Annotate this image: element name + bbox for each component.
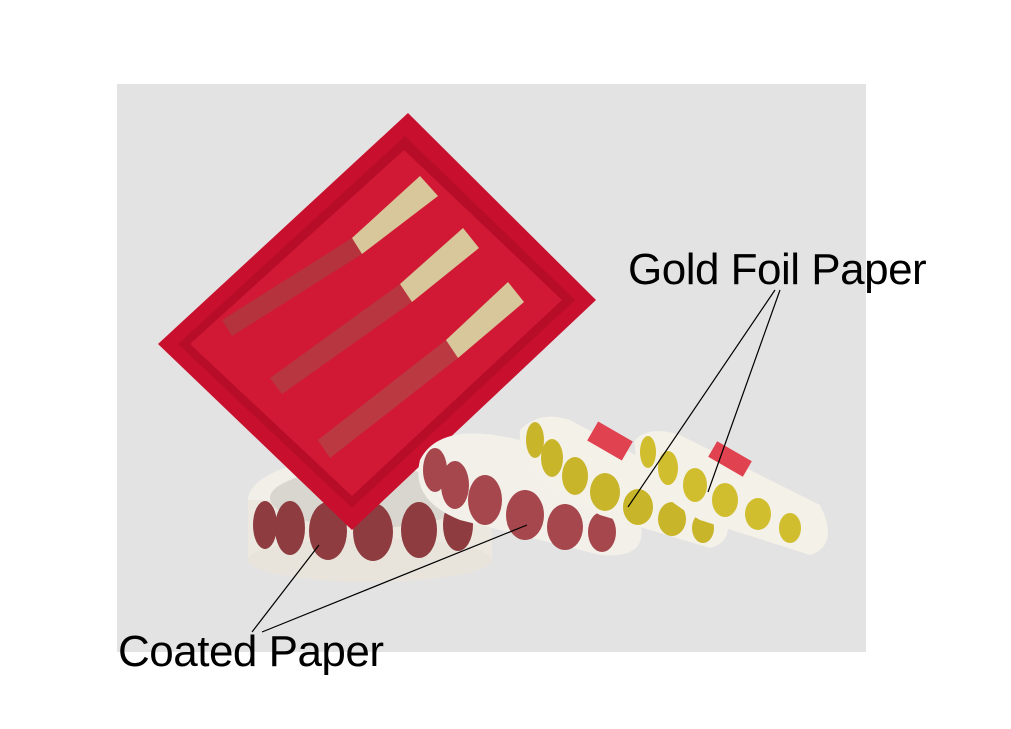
coated-callout-line [261, 524, 528, 633]
coated-callout-line [251, 544, 320, 633]
gold-foil-roll-left [519, 416, 728, 548]
red-gift-box [158, 113, 596, 530]
gold-callout-line [707, 289, 781, 493]
gold-foil-roll-right [634, 431, 828, 555]
coated-paper-label: Coated Paper [118, 627, 384, 676]
lipgloss-tube [222, 176, 438, 336]
gold-foil-paper-label: Gold Foil Paper [628, 245, 927, 294]
gold-callout-line [627, 289, 776, 508]
lipgloss-tube [270, 228, 479, 394]
lipgloss-tube [318, 282, 524, 458]
coated-paper-roll-right [418, 433, 642, 556]
callout-lines [251, 289, 781, 633]
